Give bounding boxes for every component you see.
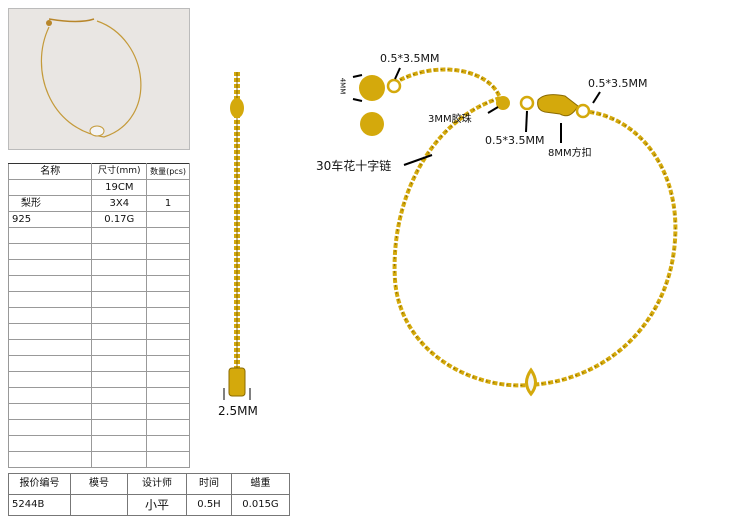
clasp-label: 8MM方扣 <box>548 148 592 159</box>
bracelet-front-view <box>352 67 678 397</box>
jump-ring-label: 0.5*3.5MM <box>380 52 440 65</box>
table-row-empty <box>7 355 190 372</box>
designer: 小平 <box>127 494 187 516</box>
table-row-empty <box>7 339 190 356</box>
table-header-row: 报价编号 模号 设计师 时间 蜡重 <box>8 473 290 495</box>
side-view-chain <box>223 72 251 400</box>
quote-table: 报价编号 模号 设计师 时间 蜡重 5244B 小平 0.5H 0.015G <box>8 473 290 516</box>
table-row-empty <box>7 403 190 420</box>
clasp-icon <box>537 94 579 117</box>
cell <box>7 451 93 468</box>
pear-stone-icon <box>525 367 537 397</box>
cell <box>146 451 190 468</box>
jump-ring-label: 0.5*3.5MM <box>485 134 545 147</box>
ball-size-label: 4MM <box>338 77 347 95</box>
end-ball-icon <box>360 112 384 136</box>
product-photo <box>8 8 190 150</box>
bracelet-photo <box>40 18 142 138</box>
width-label: 2.5MM <box>218 404 258 418</box>
bead-icon <box>496 96 510 110</box>
wax-weight: 0.015G <box>231 494 290 516</box>
end-ball-icon <box>359 75 385 101</box>
table-row-empty <box>7 451 190 468</box>
bead-label: 3MM胶珠 <box>428 114 472 125</box>
table-row-empty <box>7 291 190 308</box>
table-row: 5244B 小平 0.5H 0.015G <box>8 494 290 516</box>
chain-label: 30车花十字链 <box>316 159 392 173</box>
cell: 925 <box>7 211 93 228</box>
table-row-empty <box>7 371 190 388</box>
table-row-empty <box>7 227 190 244</box>
jump-ring-label: 0.5*3.5MM <box>588 77 648 90</box>
